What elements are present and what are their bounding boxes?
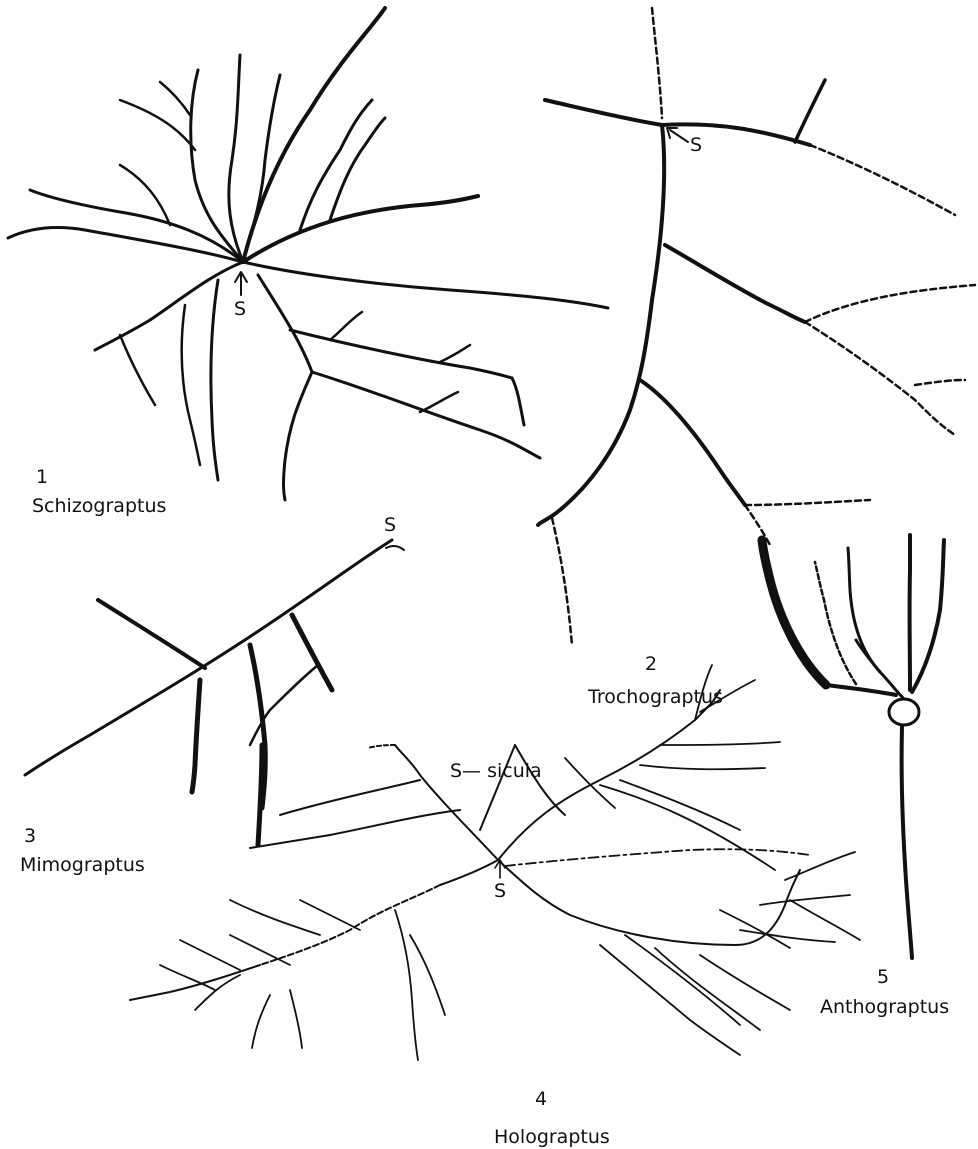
stipe — [160, 82, 190, 115]
stipe — [762, 540, 826, 685]
stipe — [290, 990, 302, 1048]
stipe — [30, 190, 243, 262]
stipe — [745, 500, 870, 505]
stipe — [120, 335, 155, 405]
stipe — [252, 995, 270, 1048]
stipe — [284, 372, 313, 500]
figure-5-name: Anthograptus — [820, 998, 949, 1017]
figure-1-sicula-marker: S — [234, 300, 246, 319]
stipe — [395, 910, 418, 1060]
stipe — [620, 780, 740, 830]
stipe — [230, 935, 290, 965]
stipe — [98, 600, 205, 668]
stipe — [368, 745, 395, 748]
stipe — [512, 378, 524, 425]
stipe — [915, 380, 965, 385]
stipe — [258, 275, 312, 372]
figure-2-sicula-marker: S — [690, 136, 702, 155]
stipe — [760, 895, 850, 905]
stipe — [600, 785, 775, 870]
stipe — [386, 546, 404, 550]
stipe — [192, 680, 200, 792]
stipe — [810, 145, 955, 215]
stipe — [826, 685, 896, 695]
stipe — [665, 245, 805, 322]
stipe — [280, 780, 420, 815]
stipe — [8, 228, 243, 262]
figure-1-number: 1 — [36, 468, 48, 487]
stipe — [662, 124, 810, 145]
figure-2-name: Trochograptus — [588, 688, 723, 707]
stipe — [229, 55, 243, 262]
stipe — [292, 615, 332, 690]
schizograptus-drawing — [8, 8, 608, 500]
stipe — [480, 745, 515, 830]
stipe — [740, 930, 835, 942]
stipe — [290, 330, 512, 378]
stipe — [565, 758, 615, 808]
stipe — [790, 900, 860, 940]
figure-4-name: Holograptus — [494, 1128, 610, 1147]
stipe — [640, 765, 765, 769]
stipe — [180, 940, 240, 970]
stipe — [95, 262, 243, 350]
stipe — [330, 118, 385, 220]
stipe — [243, 8, 385, 262]
figure-5-number: 5 — [877, 968, 889, 987]
stipe — [652, 8, 662, 118]
stipe — [805, 322, 955, 435]
stipe — [440, 345, 470, 362]
stipe — [902, 700, 912, 958]
figure-4-sicula-marker: S — [494, 882, 506, 901]
figure-3-sicula-marker: S — [384, 516, 396, 535]
figure-3-name: Mimograptus — [20, 856, 145, 875]
stipe — [230, 900, 320, 935]
sicula-node — [889, 699, 919, 725]
arrow-shaft — [670, 130, 688, 142]
stipe — [182, 305, 200, 465]
mimograptus-drawing — [25, 540, 404, 845]
figure-1-name: Schizograptus — [32, 497, 166, 516]
figure-3-number: 3 — [24, 827, 36, 846]
stipe — [258, 745, 262, 845]
stipe — [440, 860, 498, 885]
stipe — [805, 285, 975, 322]
stipe — [552, 518, 572, 645]
stipe — [250, 810, 460, 848]
stipe — [300, 900, 360, 930]
figure-2-number: 2 — [645, 655, 657, 674]
stipe — [640, 380, 745, 505]
figure-4-number: 4 — [535, 1090, 547, 1109]
stipe — [25, 540, 392, 775]
stipe — [330, 312, 362, 340]
stipe — [211, 280, 218, 480]
stipe — [160, 965, 215, 990]
stipe — [312, 372, 540, 458]
stipe — [660, 742, 780, 745]
sicula-legend: S— sicula — [450, 762, 542, 781]
stipe — [538, 125, 664, 525]
stipe — [243, 196, 478, 262]
holograptus-drawing — [130, 665, 860, 1060]
stipe — [795, 80, 825, 142]
stipe — [300, 100, 372, 230]
stipe — [545, 100, 662, 125]
stipe — [243, 262, 608, 308]
stipe — [410, 935, 445, 1015]
stipe — [785, 852, 855, 880]
stipe — [420, 392, 458, 412]
stipe — [195, 975, 240, 1010]
stipe — [912, 540, 944, 692]
